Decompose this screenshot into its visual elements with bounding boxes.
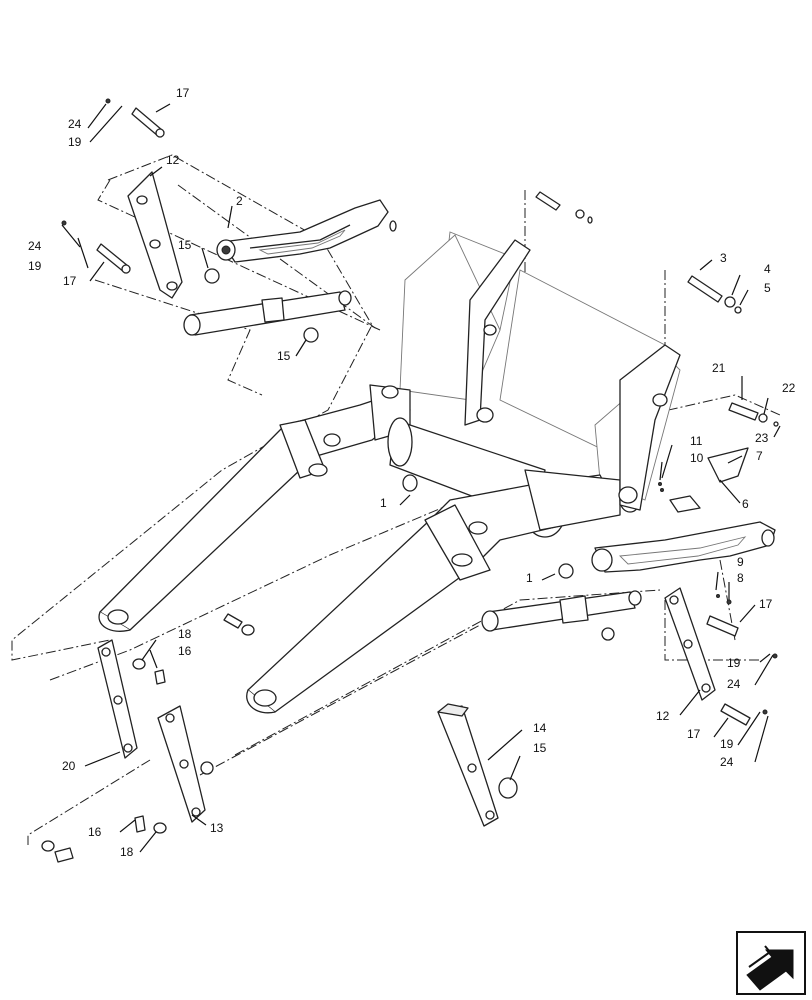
callout-14: 14: [533, 721, 547, 735]
washer-18b: [153, 822, 167, 834]
leader-lines: [61, 103, 781, 853]
callout-22: 22: [782, 381, 796, 395]
callout-19b: 19: [28, 259, 42, 273]
callout-21: 21: [712, 361, 726, 375]
callout-9: 9: [737, 555, 744, 569]
callout-4: 4: [764, 262, 771, 276]
pin-3: [687, 275, 723, 303]
callout-labels: 1 1 2 3 4 5 6 7 8 9 10 11 12 12 13 14 15…: [28, 86, 796, 859]
callout-11: 11: [690, 434, 703, 448]
callout-7: 7: [756, 449, 763, 463]
bracket-7: [707, 447, 749, 483]
callout-15c: 15: [533, 741, 547, 755]
callout-15b: 15: [277, 349, 291, 363]
bushing-1a: [402, 474, 418, 492]
callout-18a: 18: [178, 627, 192, 641]
bushing-1b: [558, 563, 574, 579]
bushing-15b: [303, 327, 319, 343]
next-page-arrow-icon[interactable]: [736, 931, 806, 995]
callout-12a: 12: [166, 153, 180, 167]
callout-24d: 24: [720, 755, 734, 769]
plate-12-left: [127, 171, 183, 299]
hydraulic-cylinder-left: [183, 290, 352, 336]
callout-8: 8: [737, 571, 744, 585]
hydraulic-cylinder-right: [481, 590, 642, 632]
bolt-23: [773, 421, 779, 427]
bracket-6: [669, 495, 701, 513]
upper-link-arm: [216, 199, 397, 263]
callout-10: 10: [690, 451, 704, 465]
callout-5: 5: [764, 281, 771, 295]
callout-19c: 19: [727, 656, 741, 670]
callout-2: 2: [236, 194, 243, 208]
callout-17c: 17: [759, 597, 773, 611]
front-loader-arm: [246, 469, 641, 714]
assembly-guide-lines: [11, 154, 781, 845]
frame-uprights: [464, 239, 681, 511]
callout-16a: 16: [178, 644, 192, 658]
callout-20: 20: [62, 759, 76, 773]
callout-23: 23: [755, 431, 769, 445]
ring-22: [758, 413, 768, 423]
link-plates: [97, 171, 749, 827]
screw-5: [734, 306, 742, 314]
callout-18b: 18: [120, 845, 134, 859]
callout-24b: 24: [28, 239, 42, 253]
callout-17a: 17: [176, 86, 190, 100]
pin-21: [728, 402, 759, 421]
right-link-arm: [591, 521, 776, 573]
callout-19d: 19: [720, 737, 734, 751]
callout-12b: 12: [656, 709, 670, 723]
bushing-15c: [498, 777, 518, 799]
callout-3: 3: [720, 251, 727, 265]
callout-1a: 1: [380, 496, 387, 510]
callout-19a: 19: [68, 135, 82, 149]
callout-15a: 15: [178, 238, 192, 252]
callout-1b: 1: [526, 571, 533, 585]
callout-17d: 17: [687, 727, 701, 741]
bushing-15a: [204, 268, 220, 284]
callout-16b: 16: [88, 825, 102, 839]
pin-17-lower: [720, 703, 751, 726]
callout-17b: 17: [63, 274, 77, 288]
bolt-16a: [154, 669, 166, 685]
rear-loader-arm: [98, 384, 411, 632]
callout-6: 6: [742, 497, 749, 511]
callout-13: 13: [210, 821, 224, 835]
callout-24c: 24: [727, 677, 741, 691]
washer-18a: [132, 658, 146, 670]
small-components: [41, 268, 615, 863]
bolt-16b: [134, 815, 146, 833]
ring-4: [724, 296, 736, 308]
pin-17-right: [706, 615, 739, 637]
pins: [61, 98, 779, 726]
callout-24a: 24: [68, 117, 82, 131]
